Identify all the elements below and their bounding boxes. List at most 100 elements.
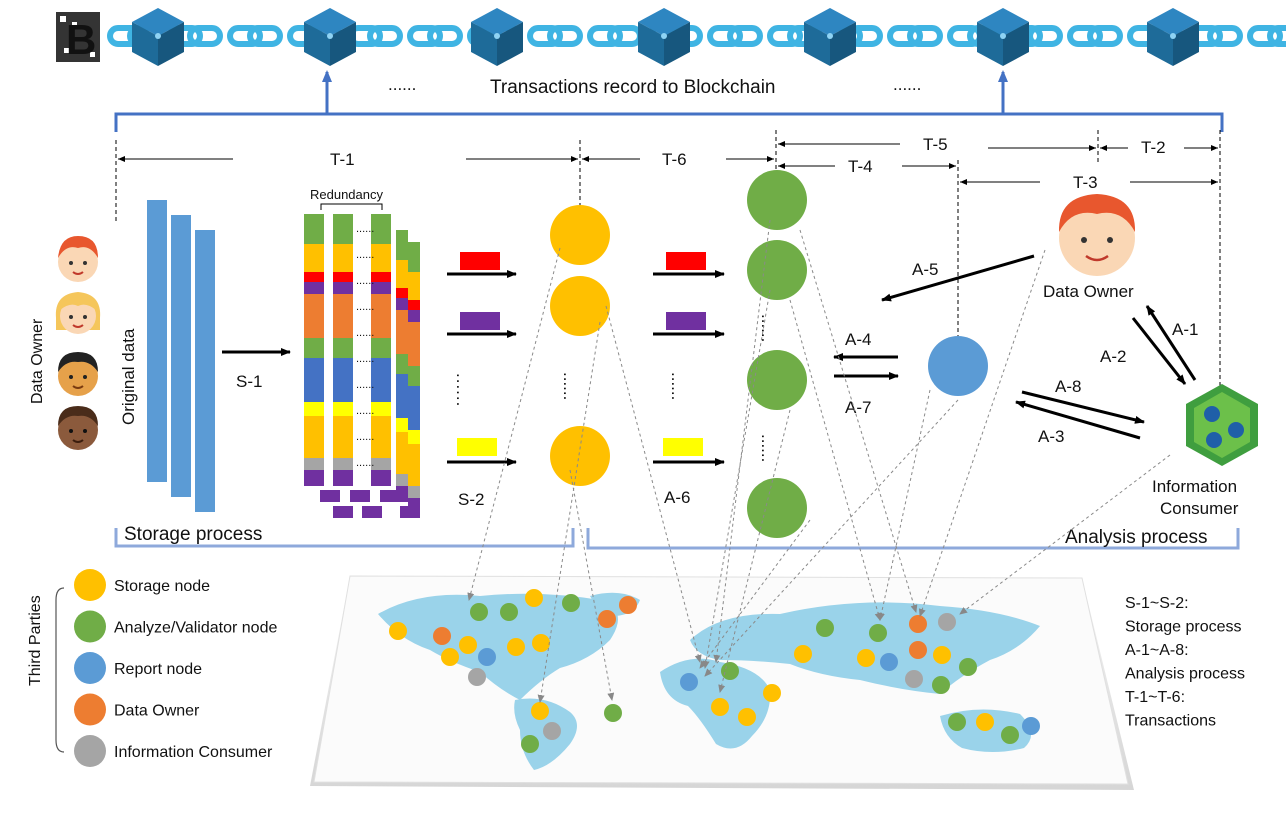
a6-label: A-6 (664, 488, 690, 507)
chain-link (1067, 25, 1123, 47)
map-link-lines (467, 219, 1171, 703)
legend-label: Analyze/Validator node (114, 620, 277, 637)
legend-item: Report node (74, 652, 202, 684)
header-ellipsis-right: ...... (893, 75, 921, 94)
original-data-label: Original data (119, 328, 138, 425)
storage-node (550, 426, 610, 486)
map-node-analyze (1001, 726, 1019, 744)
legend-group-label: Third Parties (27, 595, 44, 686)
note-line: T-1~T-6: (1125, 689, 1185, 706)
a8-label: A-8 (1055, 377, 1081, 396)
legend-item: Storage node (74, 569, 210, 601)
transaction-frame (114, 70, 1224, 132)
map-node-consumer (905, 670, 923, 688)
map-node-analyze (932, 676, 950, 694)
legend-item: Information Consumer (74, 735, 273, 767)
map-node-storage (711, 698, 729, 716)
analyze-node (747, 170, 807, 230)
map-node-analyze (500, 603, 518, 621)
map-node-owner (433, 627, 451, 645)
note-line: Analysis process (1125, 666, 1245, 683)
svg-text:......: ...... (356, 353, 374, 365)
storage-process-label: Storage process (124, 524, 262, 545)
map-node-owner (598, 610, 616, 628)
map-node-storage (507, 638, 525, 656)
info-consumer-label-line2: Consumer (1160, 499, 1239, 518)
chain-link (227, 25, 283, 47)
svg-text:......: ...... (668, 372, 687, 400)
map-node-storage (794, 645, 812, 663)
note-line: S-1~S-2: (1125, 595, 1189, 612)
information-consumer-icon (1186, 384, 1258, 466)
legend-swatch (74, 569, 106, 601)
chain-link (407, 25, 463, 47)
owner-avatar-4 (58, 406, 98, 450)
chain-link (587, 25, 643, 47)
s2-label: S-2 (458, 490, 484, 509)
map-node-analyze (521, 735, 539, 753)
legend-item: Analyze/Validator node (74, 610, 277, 643)
original-data-stack (147, 200, 215, 512)
svg-text:......: ...... (356, 327, 374, 339)
svg-text:......: ...... (758, 434, 777, 462)
map-node-consumer (468, 668, 486, 686)
chain-link (707, 25, 763, 47)
map-node-analyze (604, 704, 622, 722)
legend-label: Information Consumer (114, 744, 273, 761)
note-line: Storage process (1125, 619, 1242, 636)
t3-label: T-3 (1073, 173, 1098, 192)
analyze-node (747, 240, 807, 300)
map-node-owner (909, 641, 927, 659)
t6-label: T-6 (662, 150, 687, 169)
block-cube (977, 8, 1029, 66)
map-node-owner (619, 596, 637, 614)
map-node-analyze (959, 658, 977, 676)
map-node-report (880, 653, 898, 671)
map-node-storage (532, 634, 550, 652)
logo-letter: B (66, 16, 96, 63)
map-node-storage (525, 589, 543, 607)
chain-link (527, 25, 583, 47)
legend-swatch (74, 610, 106, 643)
a7-label: A-7 (845, 398, 871, 417)
data-owner-label: Data Owner (1043, 282, 1134, 301)
legend-swatch (74, 693, 106, 726)
storage-chunk-arrows: ...... (447, 252, 517, 466)
chain-link (1247, 25, 1286, 47)
header-title: Transactions record to Blockchain (490, 77, 775, 98)
owner-avatar-3 (58, 352, 98, 396)
t1-label: T-1 (330, 150, 355, 169)
map-node-analyze (470, 603, 488, 621)
map-node-storage (441, 648, 459, 666)
map-node-report (478, 648, 496, 666)
block-cube (804, 8, 856, 66)
map-node-analyze (721, 662, 739, 680)
analyze-node (747, 350, 807, 410)
legend-label: Storage node (114, 578, 210, 595)
storage-nodes: ...... (550, 205, 610, 486)
svg-text:......: ...... (356, 457, 374, 469)
svg-text:......: ...... (453, 373, 472, 407)
redundancy-blocks: ........................................… (304, 214, 420, 518)
analysis-arrows (833, 254, 1197, 440)
map-node-storage (933, 646, 951, 664)
map-node-storage (763, 684, 781, 702)
svg-text:......: ...... (356, 223, 374, 235)
storage-node (550, 276, 610, 336)
block-cube (471, 8, 523, 66)
data-owner-side-label: Data Owner (29, 318, 46, 404)
map-node-consumer (938, 613, 956, 631)
s1-label: S-1 (236, 372, 262, 391)
block-cube (1147, 8, 1199, 66)
map-node-storage (389, 622, 407, 640)
redundancy-bracket (320, 203, 383, 210)
blockchain-bar (107, 8, 1286, 66)
chain-link (347, 25, 403, 47)
world-map (310, 575, 1134, 790)
legend-brace (55, 587, 65, 753)
t4-label: T-4 (848, 157, 873, 176)
svg-text:......: ...... (758, 314, 777, 342)
bitcoin-logo: B (56, 12, 100, 63)
svg-text:......: ...... (356, 275, 374, 287)
